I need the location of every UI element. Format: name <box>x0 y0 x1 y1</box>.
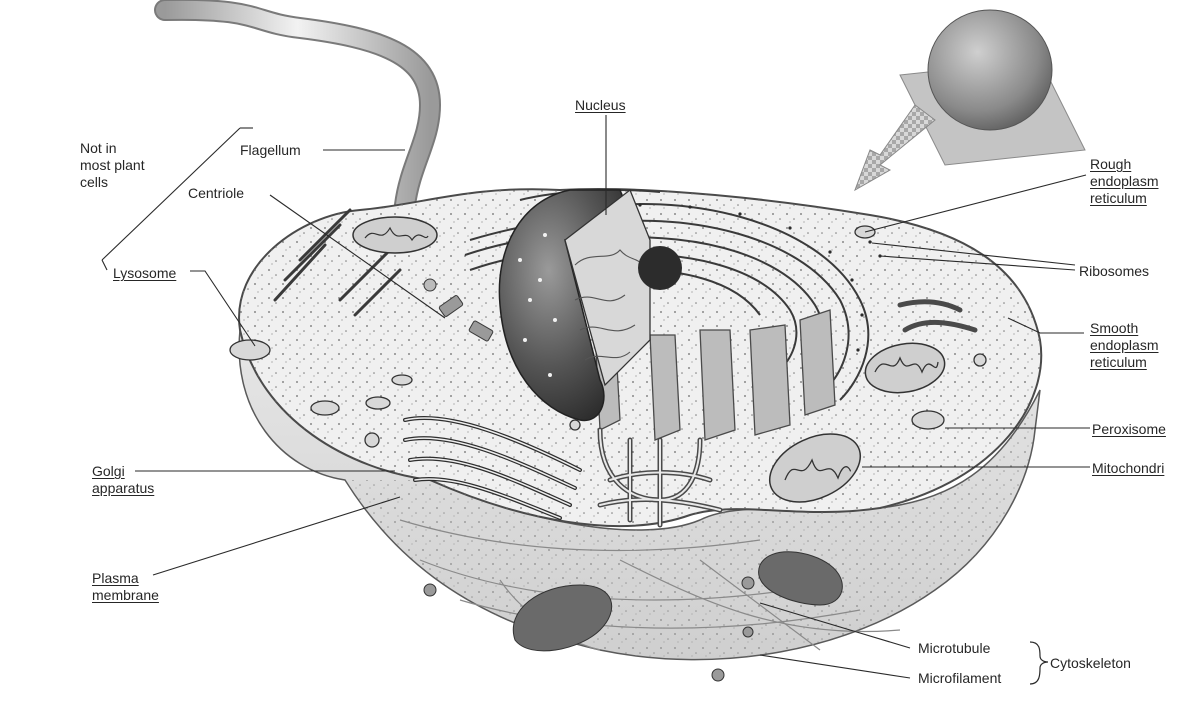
label-flagellum: Flagellum <box>240 142 301 159</box>
smooth-er-line-3: reticulum <box>1090 354 1159 371</box>
plasma-membrane-line-1: Plasma <box>92 570 159 587</box>
label-cytoskeleton: Cytoskeleton <box>1050 655 1131 672</box>
label-plasma-membrane: Plasma membrane <box>92 570 159 604</box>
inset-sphere <box>928 10 1052 130</box>
label-centriole: Centriole <box>188 185 244 202</box>
label-microfilament: Microfilament <box>918 670 1001 687</box>
inset-arrow <box>855 105 935 190</box>
cytoskeleton-brace <box>1030 642 1048 684</box>
label-golgi-apparatus: Golgi apparatus <box>92 463 154 497</box>
not-in-plant-line-3: cells <box>80 174 145 191</box>
not-in-plant-line-2: most plant <box>80 157 145 174</box>
inset-cell-section-icon <box>855 10 1085 190</box>
label-mitochondrion: Mitochondri <box>1092 460 1164 477</box>
label-lysosome: Lysosome <box>113 265 176 282</box>
smooth-er-line-1: Smooth <box>1090 320 1159 337</box>
label-nucleus: Nucleus <box>575 97 626 114</box>
label-rough-er: Rough endoplasm reticulum <box>1090 156 1159 207</box>
rough-er-line-1: Rough <box>1090 156 1159 173</box>
golgi-line-1: Golgi <box>92 463 154 480</box>
label-peroxisome: Peroxisome <box>1092 421 1166 438</box>
plasma-membrane-line-2: membrane <box>92 587 159 604</box>
nucleolus <box>638 246 682 290</box>
label-microtubule: Microtubule <box>918 640 990 657</box>
label-ribosomes: Ribosomes <box>1079 263 1149 280</box>
smooth-er-line-2: endoplasm <box>1090 337 1159 354</box>
rough-er-line-2: endoplasm <box>1090 173 1159 190</box>
not-in-plant-line-1: Not in <box>80 140 145 157</box>
label-smooth-er: Smooth endoplasm reticulum <box>1090 320 1159 371</box>
golgi-line-2: apparatus <box>92 480 154 497</box>
label-not-in-plant-cells: Not in most plant cells <box>80 140 145 191</box>
flagellum <box>165 10 430 205</box>
rough-er-line-3: reticulum <box>1090 190 1159 207</box>
